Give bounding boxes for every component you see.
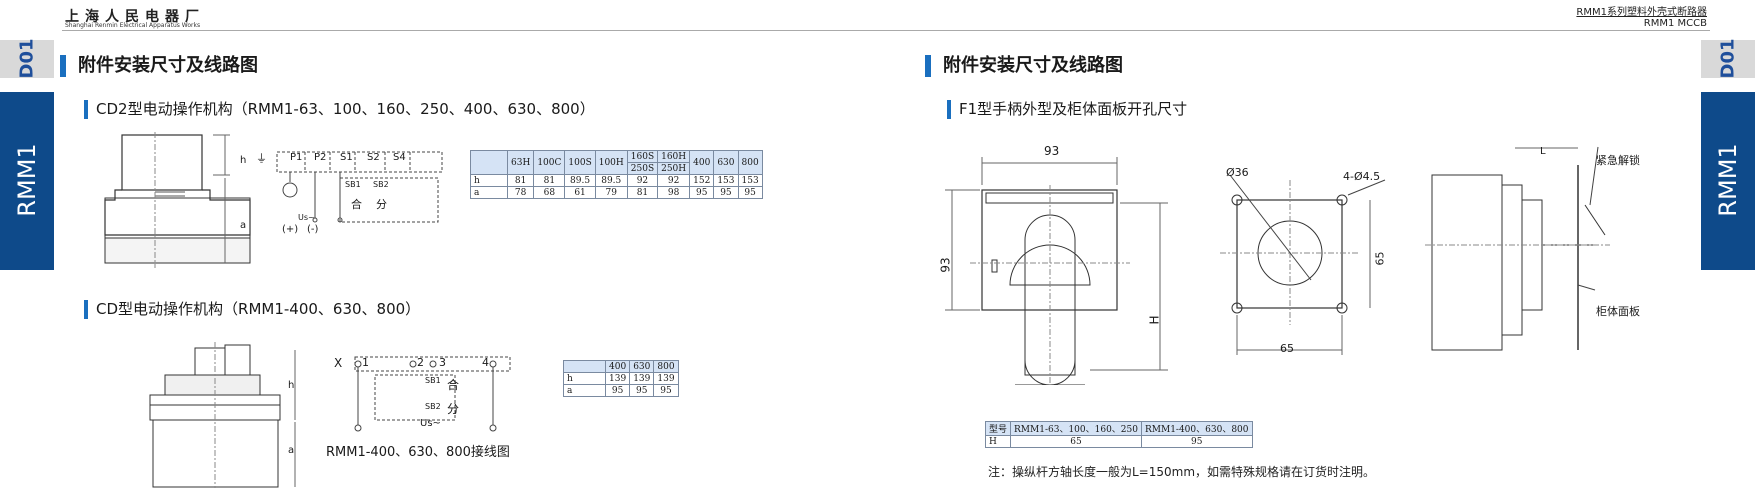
right-section-title: 附件安装尺寸及线路图: [925, 55, 1123, 77]
table-header: 100S: [564, 150, 596, 175]
company-name-cn: 上海人民电器厂: [65, 9, 205, 25]
cd-dimension-table: 400 630 800 h 139 139 139 a 95 95 95: [563, 360, 679, 397]
table-header: 400: [689, 150, 715, 175]
f1-dim-holes: 4-Ø4.5: [1343, 170, 1381, 183]
cd-mechanism-drawing: [149, 342, 296, 488]
f1-dim-65-vertical: 65: [1373, 251, 1387, 266]
panel-cutout-drawing: [1220, 174, 1386, 355]
f1-dim-width: 93: [1044, 144, 1060, 158]
cd-terminal-4: 4: [482, 356, 489, 369]
table-header-row: 400 630 800: [563, 360, 679, 373]
left-section-title: 附件安装尺寸及线路图: [60, 55, 258, 77]
table-header: 250H: [657, 162, 691, 175]
side-tab-code-left: D01: [0, 39, 54, 79]
cd2-terminal-s1: S1: [340, 152, 353, 163]
cd2-wiring-diagram: [276, 151, 443, 223]
side-tab-product-left: RMM1: [0, 92, 54, 270]
cd2-open-label: 分: [376, 198, 387, 211]
cd-wiring-caption: RMM1-400、630、800接线图: [326, 445, 510, 460]
breaker-side-view-drawing: [1425, 146, 1610, 351]
cd-dim-a: a: [288, 445, 295, 456]
cd-terminal-1: 1: [362, 356, 369, 369]
cd2-us-label: Us~: [298, 213, 315, 222]
cd-open-label: 分: [447, 402, 460, 416]
cd2-terminal-s4: S4: [393, 152, 406, 163]
cd-sb1: SB1: [425, 376, 441, 385]
f1-dim-65-horizontal: 65: [1280, 342, 1294, 355]
cd2-minus-label: (-): [307, 224, 319, 235]
emergency-release-label: 紧急解锁: [1596, 154, 1640, 167]
cd-title: CD型电动操作机构（RMM1-400、630、800）: [84, 300, 420, 319]
f1-handle-drawing: [945, 157, 1168, 385]
table-row: a 95 95 95: [563, 384, 679, 397]
side-tab-code-right: D01: [1701, 39, 1755, 79]
cd2-dim-a: a: [240, 220, 247, 231]
cd2-sb1: SB1: [345, 180, 361, 189]
cd-close-label: 合: [447, 378, 460, 392]
cd-us-label: Us~: [420, 418, 441, 429]
cd-sb2: SB2: [425, 402, 441, 411]
table-header: 100C: [533, 150, 566, 175]
table-row: H 65 95: [984, 435, 1253, 448]
f1-dimension-table: 型号 RMM1-63、100、160、250 RMM1-400、630、800 …: [984, 421, 1253, 448]
cd2-dim-h: h: [240, 155, 247, 166]
f1-dim-H: H: [1147, 315, 1162, 325]
cd-dim-h: h: [288, 380, 295, 391]
cd-wiing-diagram: [354, 356, 511, 432]
table-header: [470, 150, 508, 175]
table-header-row: 型号 RMM1-63、100、160、250 RMM1-400、630、800: [984, 421, 1253, 436]
header-divider: [62, 30, 1710, 31]
cd2-terminal-p2: P2: [314, 152, 327, 163]
table-header: 160S: [626, 150, 659, 163]
cd2-close-label: 合: [351, 198, 362, 211]
cd2-sb2: SB2: [373, 180, 389, 189]
cd2-dimension-table: 63H 100C 100S 100H 160S 160H 400 630 800…: [470, 150, 763, 199]
f1-title: F1型手柄外型及柜体面板开孔尺寸: [947, 100, 1187, 119]
cd2-terminal-s2: S2: [367, 152, 380, 163]
panel-label: 柜体面板: [1596, 305, 1640, 318]
table-header: 100H: [594, 150, 628, 175]
table-header: 250S: [626, 162, 659, 175]
series-title: RMM1系列塑料外壳式断路器: [1576, 7, 1707, 18]
f1-dim-height: 93: [938, 257, 953, 273]
table-header-row: 63H 100C 100S 100H 160S 160H 400 630 800: [470, 150, 763, 175]
side-tab-product-right: RMM1: [1701, 92, 1755, 270]
f1-dim-d36: Ø36: [1226, 166, 1249, 179]
cd2-plus-label: (+): [282, 224, 299, 235]
f1-note: 注：操纵杆方轴长度一般为L=150mm，如需特殊规格请在订货时注明。: [988, 465, 1376, 479]
ground-icon: ⏚: [256, 152, 267, 165]
cd-terminal-2: 2: [417, 356, 424, 369]
company-name-en: Shanghai Renmin Electrical Apparatus Wor…: [65, 22, 201, 29]
series-subtitle: RMM1 MCCB: [1643, 18, 1707, 29]
table-header: 160H: [657, 150, 691, 163]
table-header: 800: [737, 150, 763, 175]
table-header: 63H: [506, 150, 535, 175]
table-row: h 139 139 139: [563, 372, 679, 385]
cd2-terminal-p1: P1: [290, 152, 303, 163]
table-header: 630: [713, 150, 739, 175]
cd-terminal-3: 3: [439, 356, 446, 369]
cd-terminal-x: X: [334, 356, 343, 370]
f1-dim-L: L: [1540, 146, 1546, 157]
cd2-title: CD2型电动操作机构（RMM1-63、100、160、250、400、630、8…: [84, 100, 595, 119]
cd2-mechanism-drawing: [104, 132, 251, 268]
